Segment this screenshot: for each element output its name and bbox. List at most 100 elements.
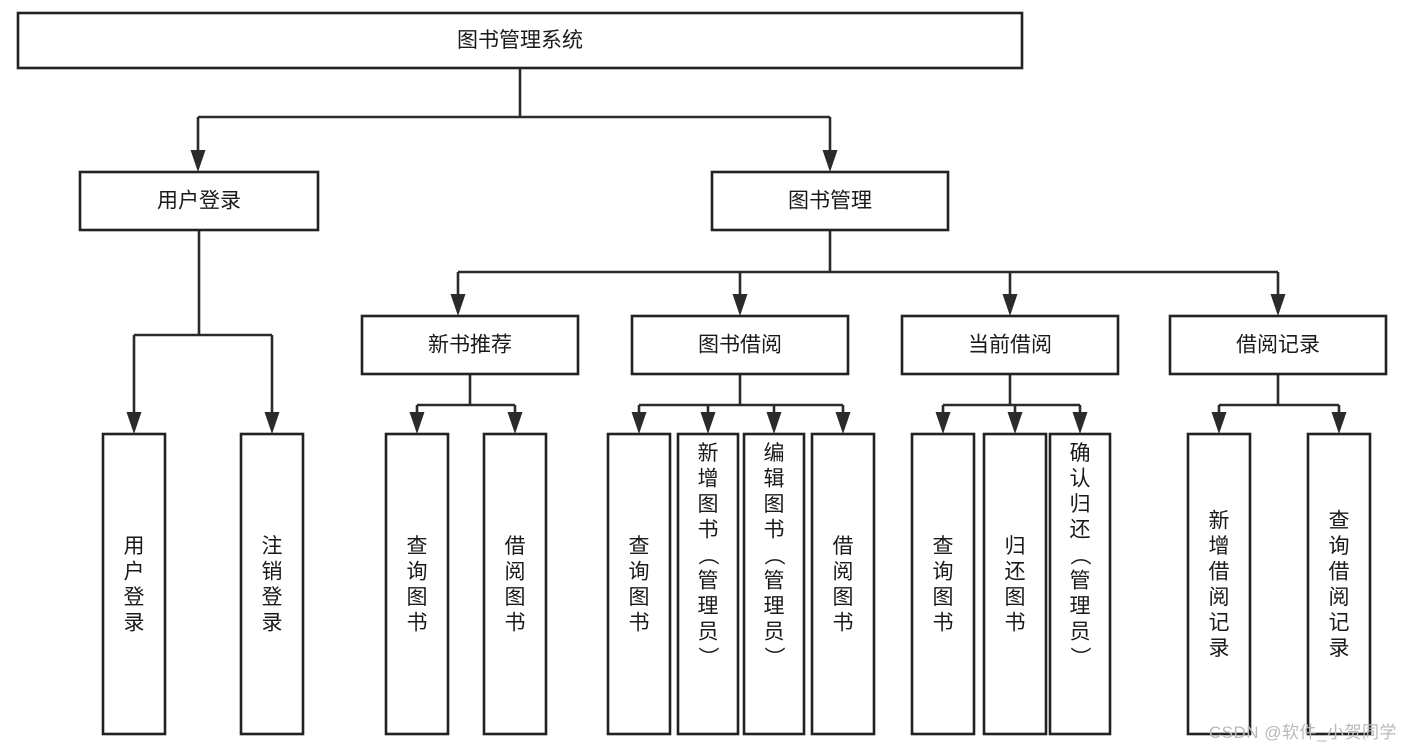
node-label-leaf-edit-book-admin-char-4: （ bbox=[762, 545, 785, 566]
node-label-leaf-user-login-char-2: 登 bbox=[124, 586, 145, 609]
node-book-management[interactable]: 图书管理 bbox=[710, 170, 950, 232]
node-box-leaf-query-book-current[interactable] bbox=[910, 432, 976, 736]
node-box-leaf-logout-login[interactable] bbox=[239, 432, 305, 736]
node-label-leaf-query-book-current-char-3: 书 bbox=[933, 611, 954, 634]
node-label-leaf-confirm-return-admin-char-6: 理 bbox=[1070, 595, 1091, 618]
node-box-book-management[interactable] bbox=[710, 170, 950, 232]
node-label-leaf-borrow-book-char-3: 书 bbox=[833, 611, 854, 634]
node-label-leaf-return-book-char-0: 归 bbox=[1005, 535, 1026, 558]
node-box-leaf-query-book-borrow[interactable] bbox=[606, 432, 672, 736]
node-box-book-borrow[interactable] bbox=[630, 314, 850, 376]
group-book-borrow-arrow-3-head bbox=[835, 412, 851, 434]
node-label-leaf-query-borrow-record-char-3: 阅 bbox=[1329, 586, 1350, 609]
node-box-leaf-query-borrow-record[interactable] bbox=[1306, 432, 1372, 736]
node-label-borrow-record: 借阅记录 bbox=[1236, 334, 1320, 357]
node-box-leaf-add-borrow-record[interactable] bbox=[1186, 432, 1252, 736]
node-box-user-login[interactable] bbox=[78, 170, 320, 232]
node-box-leaf-edit-book-admin[interactable] bbox=[742, 432, 806, 736]
node-book-borrow[interactable]: 图书借阅 bbox=[630, 314, 850, 376]
node-label-leaf-confirm-return-admin-char-7: 员 bbox=[1070, 621, 1091, 644]
node-box-leaf-return-book[interactable] bbox=[982, 432, 1048, 736]
group-new-book-recommend-arrow-0-head bbox=[409, 412, 425, 434]
node-label-new-book-recommend: 新书推荐 bbox=[428, 334, 512, 357]
user-login-arrow-1-head bbox=[264, 412, 280, 434]
node-label-leaf-add-borrow-record-char-0: 新 bbox=[1209, 509, 1230, 532]
node-box-current-borrow[interactable] bbox=[900, 314, 1120, 376]
node-box-leaf-add-book-admin[interactable] bbox=[676, 432, 740, 736]
node-label-leaf-confirm-return-admin-char-0: 确 bbox=[1070, 442, 1091, 465]
node-label-leaf-user-login-char-0: 用 bbox=[124, 535, 145, 558]
node-label-leaf-add-book-admin-char-3: 书 bbox=[698, 519, 719, 542]
node-label-leaf-edit-book-admin-char-6: 理 bbox=[764, 595, 785, 618]
node-label-leaf-logout-login-char-0: 注 bbox=[262, 535, 283, 558]
node-label-current-borrow: 当前借阅 bbox=[968, 334, 1052, 357]
node-label-leaf-query-book-borrow-char-1: 询 bbox=[629, 560, 650, 583]
node-label-leaf-add-book-admin-char-8: ） bbox=[696, 647, 719, 668]
node-label-leaf-user-login-char-1: 户 bbox=[124, 560, 145, 583]
node-label-leaf-query-borrow-record-char-5: 录 bbox=[1329, 637, 1350, 660]
node-label-leaf-confirm-return-admin-char-4: （ bbox=[1068, 545, 1091, 566]
node-label-leaf-query-book-recommend-char-0: 查 bbox=[407, 535, 428, 558]
node-label-leaf-query-book-borrow-char-2: 图 bbox=[629, 586, 650, 609]
node-label-leaf-confirm-return-admin-char-1: 认 bbox=[1070, 468, 1091, 491]
node-label-leaf-borrow-book-char-2: 图 bbox=[833, 586, 854, 609]
node-label-leaf-edit-book-admin-char-7: 员 bbox=[764, 621, 785, 644]
node-label-leaf-query-book-recommend-char-1: 询 bbox=[407, 560, 428, 583]
group-borrow-record-arrow-0-head bbox=[1211, 412, 1227, 434]
node-label-leaf-borrow-book-recommend-char-2: 图 bbox=[505, 586, 526, 609]
node-box-leaf-borrow-book[interactable] bbox=[810, 432, 876, 736]
node-borrow-record[interactable]: 借阅记录 bbox=[1168, 314, 1388, 376]
node-label-leaf-add-book-admin-char-1: 增 bbox=[698, 468, 719, 491]
node-box-leaf-confirm-return-admin[interactable] bbox=[1048, 432, 1112, 736]
node-label-leaf-return-book-char-3: 书 bbox=[1005, 611, 1026, 634]
node-label-leaf-confirm-return-admin-char-2: 归 bbox=[1070, 493, 1091, 516]
node-box-leaf-query-book-recommend[interactable] bbox=[384, 432, 450, 736]
node-new-book-recommend[interactable]: 新书推荐 bbox=[360, 314, 580, 376]
book-mgmt-arrow-0-head bbox=[450, 294, 466, 316]
node-leaf-user-login[interactable]: 用户登录 bbox=[101, 432, 167, 736]
node-label-leaf-query-book-borrow-char-3: 书 bbox=[629, 611, 650, 634]
node-label-leaf-query-borrow-record-char-2: 借 bbox=[1329, 560, 1350, 583]
node-box-leaf-borrow-book-recommend[interactable] bbox=[482, 432, 548, 736]
node-user-login[interactable]: 用户登录 bbox=[78, 170, 320, 232]
node-label-leaf-logout-login-char-1: 销 bbox=[262, 560, 283, 583]
csdn-watermark: CSDN @软件_小贺同学 bbox=[1208, 723, 1397, 742]
node-label-leaf-edit-book-admin-char-8: ） bbox=[762, 647, 785, 668]
group-current-borrow-arrow-2-head bbox=[1072, 412, 1088, 434]
node-label-leaf-query-borrow-record-char-1: 询 bbox=[1329, 535, 1350, 558]
group-new-book-recommend-arrow-1-head bbox=[507, 412, 523, 434]
user-login-arrow-0-head bbox=[126, 412, 142, 434]
node-box-leaf-user-login[interactable] bbox=[101, 432, 167, 736]
node-box-borrow-record[interactable] bbox=[1168, 314, 1388, 376]
node-box-root[interactable] bbox=[16, 11, 1024, 70]
node-label-leaf-query-borrow-record-char-4: 记 bbox=[1329, 611, 1350, 634]
node-label-leaf-return-book-char-1: 还 bbox=[1005, 560, 1026, 583]
group-book-borrow-arrow-1-head bbox=[700, 412, 716, 434]
node-label-leaf-add-book-admin-char-0: 新 bbox=[698, 442, 719, 465]
node-root[interactable]: 图书管理系统 bbox=[16, 11, 1024, 70]
node-label-leaf-add-book-admin-char-2: 图 bbox=[698, 493, 719, 516]
node-box-new-book-recommend[interactable] bbox=[360, 314, 580, 376]
node-label-leaf-borrow-book-char-0: 借 bbox=[833, 535, 854, 558]
node-label-leaf-query-book-recommend-char-2: 图 bbox=[407, 586, 428, 609]
node-label-leaf-query-book-recommend-char-3: 书 bbox=[407, 611, 428, 634]
node-label-leaf-return-book-char-2: 图 bbox=[1005, 586, 1026, 609]
group-borrow-record-arrow-1-head bbox=[1331, 412, 1347, 434]
node-current-borrow[interactable]: 当前借阅 bbox=[900, 314, 1120, 376]
node-label-leaf-borrow-book-recommend-char-1: 阅 bbox=[505, 560, 526, 583]
node-label-leaf-confirm-return-admin-char-8: ） bbox=[1068, 647, 1091, 668]
node-label-user-login: 用户登录 bbox=[157, 190, 241, 213]
